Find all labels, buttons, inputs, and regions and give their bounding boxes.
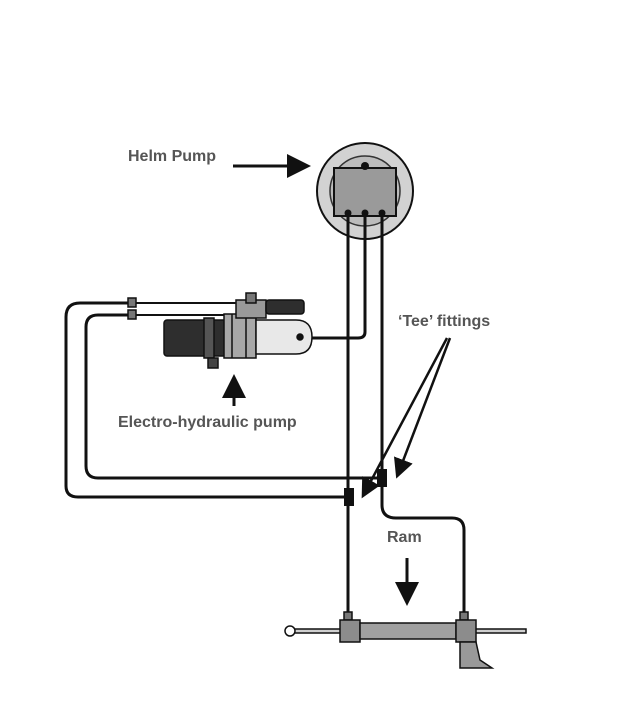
electro-hydraulic-pump-label: Electro-hydraulic pump xyxy=(118,414,297,431)
arrow-tee-upper xyxy=(394,337,452,479)
line-pump-inner xyxy=(84,313,384,480)
tee-fitting-upper xyxy=(377,469,387,487)
ram-label: Ram xyxy=(387,529,422,546)
helm-pump xyxy=(316,142,414,240)
tee-fittings-label: ‘Tee’ fittings xyxy=(398,313,491,330)
tee-fitting-lower xyxy=(344,488,354,506)
electro-hydraulic-pump xyxy=(127,292,313,369)
line-helm-middle xyxy=(310,213,367,340)
line-helm-right xyxy=(380,213,466,617)
line-pump-outer xyxy=(64,301,352,499)
callout-arrows xyxy=(222,154,452,606)
hydraulic-lines xyxy=(64,213,466,617)
steering-ram xyxy=(284,611,527,669)
arrow-tee-lower xyxy=(361,337,449,499)
tee-fittings xyxy=(344,469,387,506)
helm-pump-label: Helm Pump xyxy=(128,148,217,165)
